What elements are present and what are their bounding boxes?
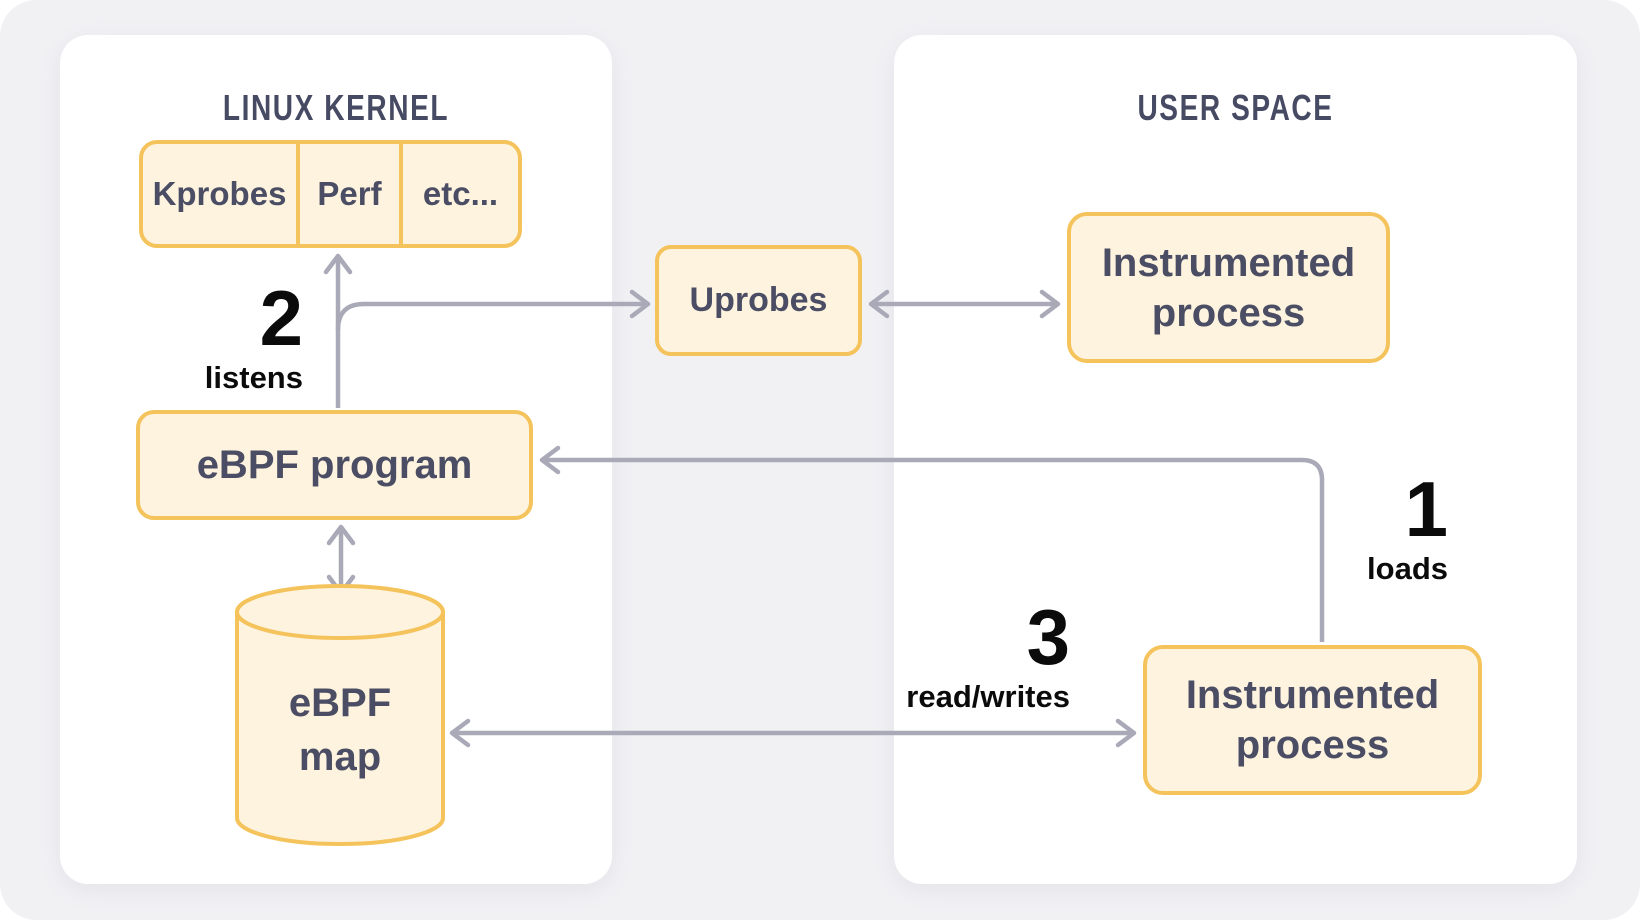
instrumented-process-bottom-line1: Instrumented xyxy=(1185,673,1440,717)
ebpf-map-line2: map xyxy=(298,735,382,779)
instrumented-process-top-box: Instrumented process xyxy=(1067,212,1390,363)
ebpf-map-line1: eBPF xyxy=(288,681,392,725)
instrumented-process-top-line2: process xyxy=(1151,290,1306,335)
step-2-number: 2 xyxy=(259,274,303,362)
step-2-listens: 2 listens xyxy=(204,274,303,396)
step-2-label: listens xyxy=(204,360,303,396)
uprobes-box: Uprobes xyxy=(655,245,862,356)
step-1-label: loads xyxy=(1367,551,1448,587)
instrumented-process-top-line1: Instrumented xyxy=(1101,240,1356,285)
step-3-number: 3 xyxy=(1026,593,1070,681)
etc-cell: etc... xyxy=(399,144,518,244)
kprobes-cell: Kprobes xyxy=(152,175,287,212)
user-space-title: USER SPACE xyxy=(1137,87,1334,128)
step-1-loads: 1 loads xyxy=(1367,465,1448,587)
ebpf-program-box: eBPF program xyxy=(136,410,533,520)
step-3-label: read/writes xyxy=(906,679,1070,715)
instrumented-process-bottom-box: Instrumented process xyxy=(1143,645,1482,795)
perf-cell: Perf xyxy=(296,144,399,244)
linux-kernel-title: LINUX KERNEL xyxy=(222,87,450,128)
ebpf-map-label: eBPF map xyxy=(237,676,443,784)
step-1-number: 1 xyxy=(1404,465,1448,553)
instrumented-process-bottom-line2: process xyxy=(1235,723,1390,767)
probe-sources-row: Kprobes Perf etc... xyxy=(139,140,522,248)
step-3-readwrites: 3 read/writes xyxy=(906,593,1070,715)
